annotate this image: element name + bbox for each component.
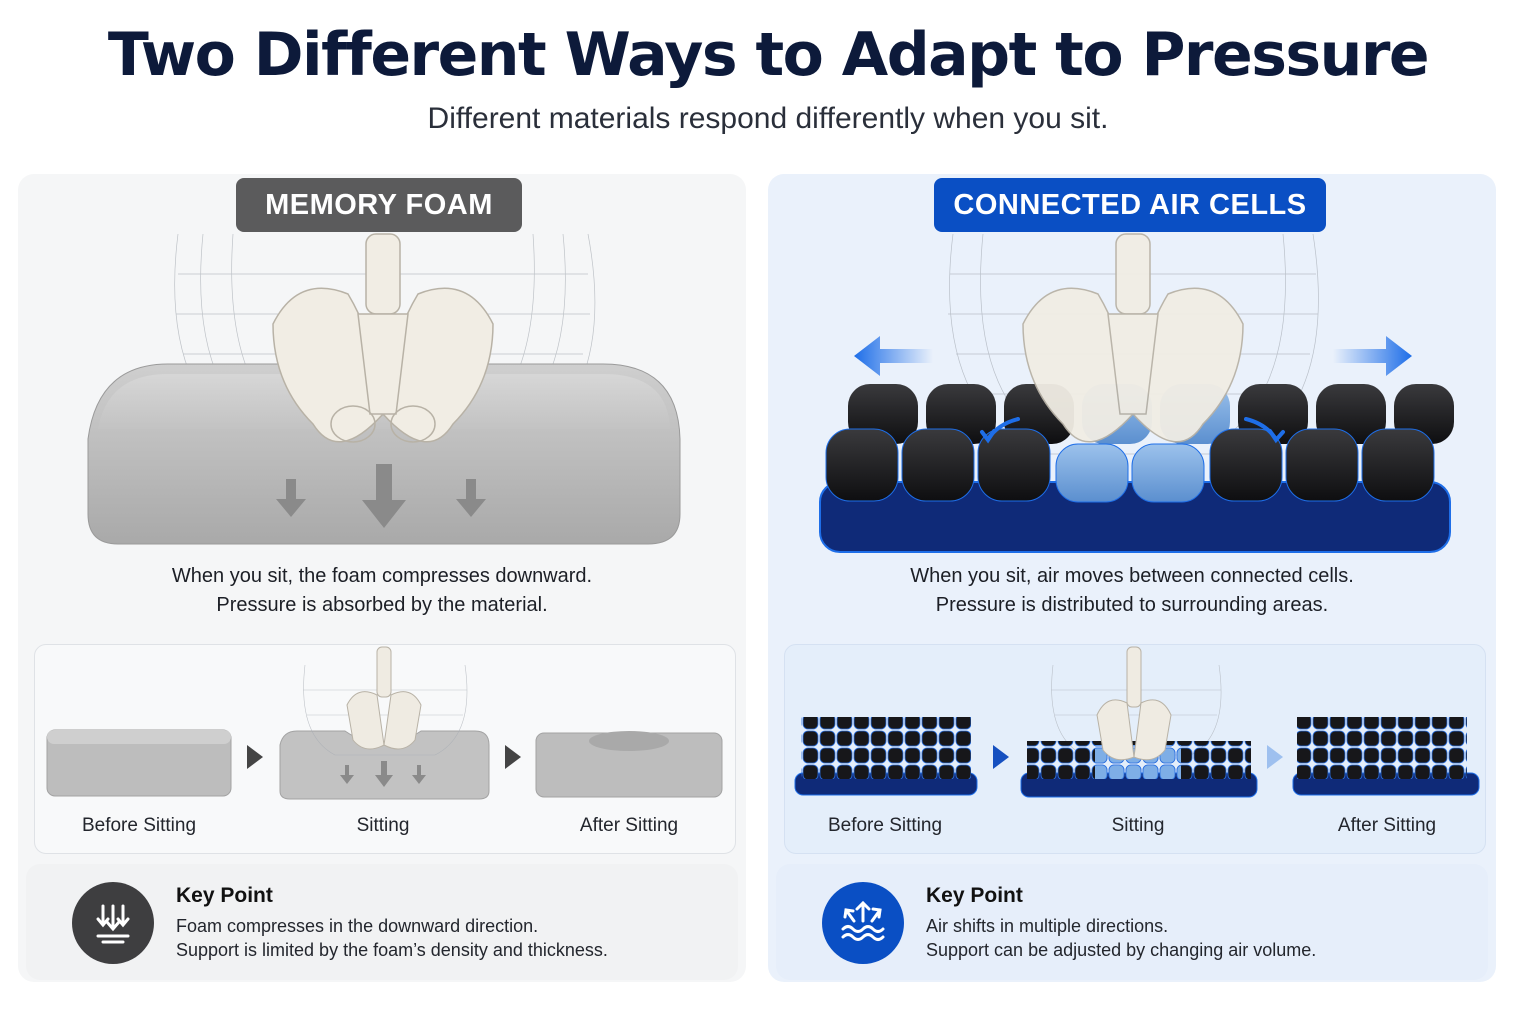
- air-cells-badge: CONNECTED AIR CELLS: [934, 178, 1326, 232]
- key-point-line: Support is limited by the foam’s density…: [176, 940, 608, 960]
- memory-foam-hero-illustration: [87, 233, 681, 545]
- lateral-flow-arrows: [854, 336, 1412, 376]
- page-subtitle: Different materials respond differently …: [427, 102, 1109, 135]
- key-point-line: Air shifts in multiple directions.: [926, 916, 1169, 936]
- air-cells-sitting: [1020, 646, 1258, 798]
- memory-foam-step-illustrations: [46, 646, 723, 800]
- downward-compression-icon: [72, 882, 154, 964]
- key-point-line: Support can be adjusted by changing air …: [926, 940, 1317, 960]
- air-cells-panel: When you sit, air moves between connecte…: [768, 174, 1496, 982]
- step-arrow-icon: [505, 745, 521, 769]
- multi-direction-air-icon: [822, 882, 904, 964]
- pelvis-bone: [1022, 233, 1244, 443]
- step-arrow-icon: [1267, 745, 1283, 769]
- page-title: Two Different Ways to Adapt to Pressure: [107, 20, 1430, 90]
- step-label-after: After Sitting: [1337, 815, 1437, 836]
- foam-after-sitting: [535, 731, 723, 798]
- key-point-title: Key Point: [176, 884, 273, 907]
- pelvis-bone: [272, 233, 494, 443]
- step-label-after: After Sitting: [579, 815, 679, 836]
- step-label-sitting: Sitting: [356, 815, 410, 836]
- air-cells-after-sitting: [1292, 717, 1480, 796]
- air-cells-hero-illustration: [819, 233, 1454, 553]
- memory-foam-key-point: Key Point Foam compresses in the downwar…: [26, 864, 738, 980]
- air-cells-description: When you sit, air moves between connecte…: [910, 565, 1354, 616]
- air-cells-key-point: Key Point Air shifts in multiple directi…: [776, 864, 1488, 980]
- memory-foam-steps: Before Sitting Sitting After Sitting: [34, 644, 736, 854]
- air-cells-before-sitting: [794, 717, 978, 796]
- air-cell-front-row: [825, 428, 1435, 503]
- memory-foam-badge: MEMORY FOAM: [236, 178, 522, 232]
- foam-sitting: [279, 646, 490, 800]
- step-label-before: Before Sitting: [827, 815, 943, 836]
- memory-foam-panel: When you sit, the foam compresses downwa…: [18, 174, 746, 982]
- air-cells-steps: Before Sitting Sitting After Sitting: [784, 644, 1486, 854]
- air-cells-step-illustrations: [794, 646, 1480, 798]
- key-point-title: Key Point: [926, 884, 1023, 907]
- step-arrow-icon: [247, 745, 263, 769]
- air-flow-arrows: [980, 417, 1285, 444]
- step-label-sitting: Sitting: [1111, 815, 1165, 836]
- key-point-line: Foam compresses in the downward directio…: [176, 916, 539, 936]
- step-arrow-icon: [993, 745, 1009, 769]
- memory-foam-description: When you sit, the foam compresses downwa…: [171, 565, 593, 616]
- step-label-before: Before Sitting: [81, 815, 197, 836]
- downward-arrows: [276, 464, 486, 528]
